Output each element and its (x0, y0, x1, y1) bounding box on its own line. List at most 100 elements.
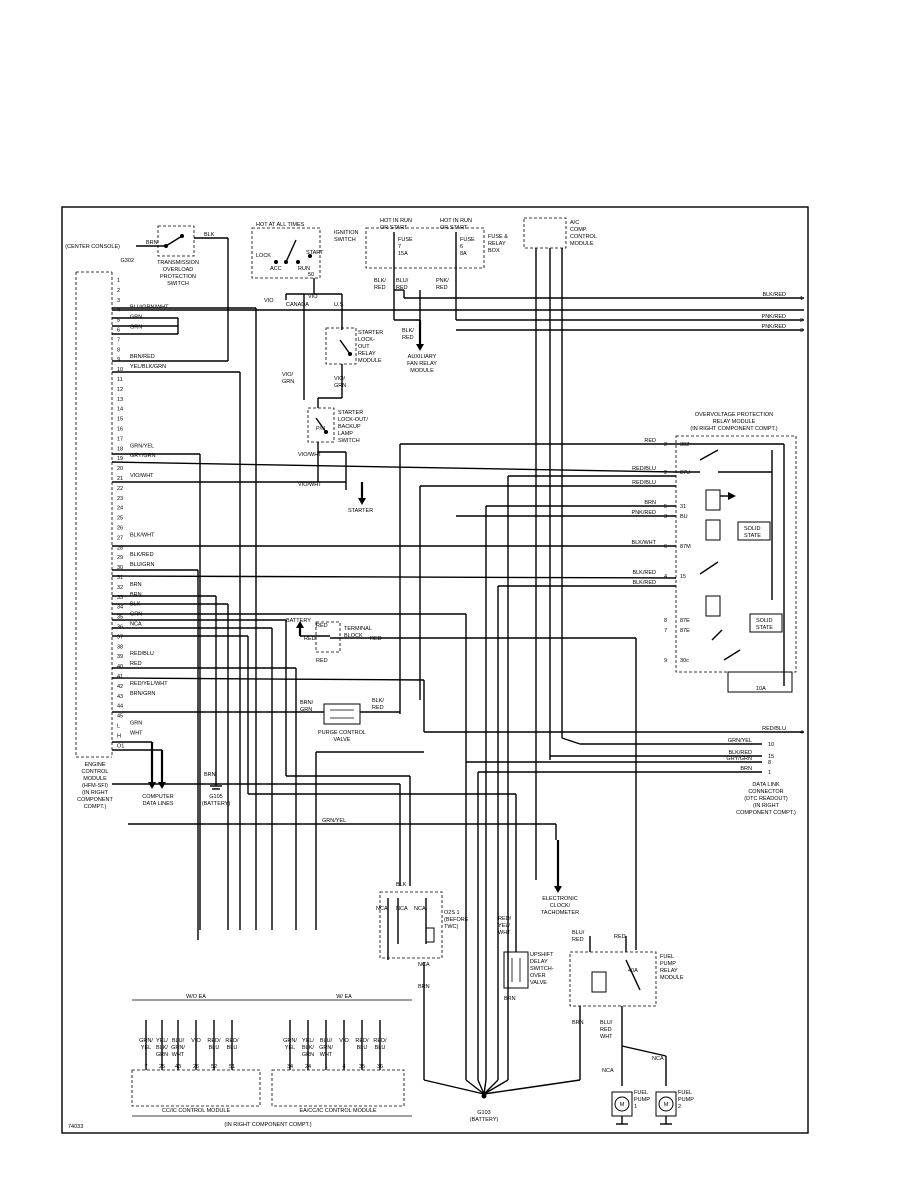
clock-tach (554, 840, 562, 893)
ecm-pin-10: 10 (117, 367, 123, 373)
starter-label: STARTER (348, 508, 373, 514)
ovp-feeds (111, 443, 677, 1080)
ea-module-pins: GRN/YEL34YEL/BLK/GRN24BLU/GRN/WHT1VIO4RE… (283, 1038, 387, 1070)
trans-blk-label: BLK (204, 232, 215, 238)
ecm-pin-9: 9 (117, 357, 120, 363)
ecm-wire-9: BRN/RED (130, 354, 155, 360)
cc-pin-2: 43 (175, 1064, 181, 1070)
cc-wire-4: RED/BLU (207, 1038, 221, 1051)
canada-label: CANADA (286, 302, 309, 308)
o2s-nca-3: NCA (414, 906, 426, 912)
o2s-brn: BRN (418, 984, 430, 990)
ac-control-module (523, 217, 567, 880)
fuel-pump-relay (569, 936, 667, 1086)
ecm-pin-29: 29 (117, 555, 123, 561)
right-edge-num-3: 3 (800, 328, 803, 334)
ecm-wire-27: BLK/WHT (130, 532, 155, 538)
ecm-pin-6: 6 (117, 328, 120, 334)
ecm-pin-37: 37 (117, 634, 123, 640)
wo-ea-label: W/O EA (186, 994, 206, 1000)
ecm-pin-23: 23 (117, 496, 123, 502)
ecm-pin-44: 44 (117, 704, 123, 710)
g302-label: G302 (121, 258, 134, 264)
vio-grn-label-2: VIO/GRN (334, 376, 346, 389)
right-edge-num-1: 1 (800, 296, 803, 302)
ecm-pin-1: 1 (117, 278, 120, 284)
right-edge-wire-3: PNK/RED (762, 324, 786, 330)
acc-label: ACC (270, 266, 282, 272)
ecm-pin-15: 15 (117, 417, 123, 423)
ovp-id-8: 30c (680, 658, 689, 664)
ecm-pin-3: 3 (117, 298, 120, 304)
dlc-wire-10: GRN/YEL (728, 738, 752, 744)
right-edge-wire-4: RED/BLU (762, 726, 786, 732)
blu-red-fuse: BLU/RED (396, 278, 409, 291)
ecm-pin-18: 18 (117, 446, 123, 452)
ecm-pin-L: L (117, 724, 120, 730)
fuse-10a: 10A (756, 686, 766, 692)
ecm-connector: 1234567891011121314151617181920212223242… (75, 271, 124, 758)
pn-label: P/N (316, 426, 325, 432)
ecm-pin-42: 42 (117, 684, 123, 690)
fuse-relay-box (365, 227, 804, 351)
ecm-pin-24: 24 (117, 506, 123, 512)
ecm-pin-25: 25 (117, 516, 123, 522)
ecm-wire-21: VIO/WHT (130, 473, 154, 479)
vio-label-ign: VIO (264, 298, 274, 304)
ecm-pin-30: 30 (117, 565, 123, 571)
cc-module-label: CC/IC CONTROL MODULE (162, 1108, 231, 1114)
starter-lockout-relay (317, 327, 357, 408)
ecm-pin-16: 16 (117, 427, 123, 433)
tb-red-2: RED (304, 636, 316, 642)
ecm-pin-21: 21 (117, 476, 123, 482)
o2s-blk: BLK (396, 882, 407, 888)
ovp-wire-7: BLK/RED (632, 580, 656, 586)
ovp-id-3: BU (680, 514, 688, 520)
g105-brn: BRN (204, 772, 216, 778)
ecm-pin-20: 20 (117, 466, 123, 472)
ovp-pin-1: 2 (664, 470, 667, 476)
ovp-pin-7: 7 (664, 628, 667, 634)
ecm-pin-31: 31 (117, 575, 123, 581)
ecm-wire-labels: BLU/GRN/WHTGRNGRNBRN/REDYEL/BLK/GRNGRN/Y… (130, 305, 169, 737)
ea-pin-5: 36 (377, 1064, 383, 1070)
cc-wire-1: YEL/BLK/GRN (156, 1038, 169, 1058)
blk-red-fuse: BLK/RED (374, 278, 386, 291)
o2s-nca-1: NCA (376, 906, 388, 912)
ecm-wire-39: RED/BLU (130, 651, 154, 657)
ecm-wire-33: BRN (130, 592, 142, 598)
g105-ground (210, 758, 222, 790)
clock-grn-yel: GRN/YEL (322, 818, 346, 824)
svg-text:M: M (664, 1102, 669, 1108)
right-feeds (112, 309, 804, 331)
ovp-pin-5: 4 (664, 574, 667, 580)
ecm-pin-11: 11 (117, 377, 123, 383)
ecm-pin-2: 2 (117, 288, 120, 294)
ecm-wire-32: BRN (130, 582, 142, 588)
us-label: U.S. (334, 302, 345, 308)
ea-pin-0: 34 (287, 1064, 293, 1070)
fuel-pump-2: M (655, 1091, 677, 1125)
dlc-pin-15: 15 (768, 754, 774, 760)
ecm-pin-13: 13 (117, 397, 123, 403)
ovp-pin-3: 3 (664, 514, 667, 520)
ecm-pin-40: 40 (117, 664, 123, 670)
dlc-wire-8: GRY/GRN (726, 756, 752, 762)
fp-nca-1: NCA (602, 1068, 614, 1074)
right-edge-wire-2: PNK/RED (762, 314, 786, 320)
ecm-pin-12: 12 (117, 387, 123, 393)
ovp-id-2: 31 (680, 504, 686, 510)
